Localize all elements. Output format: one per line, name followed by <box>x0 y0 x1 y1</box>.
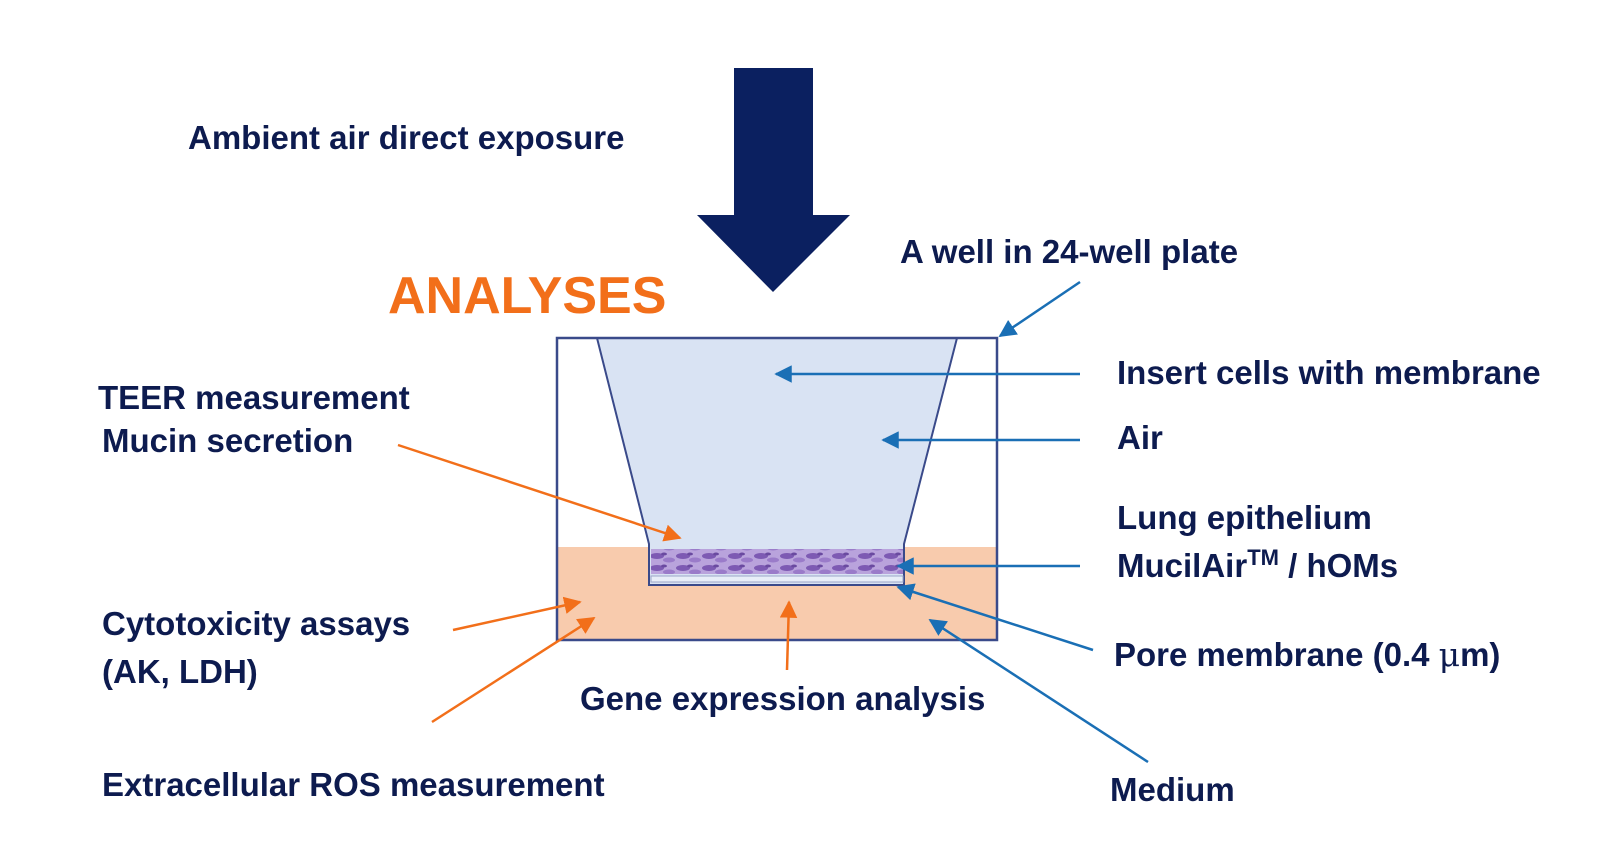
top-label: Ambient air direct exposure <box>188 119 625 156</box>
pointer-well <box>998 280 1081 338</box>
pointer-medium <box>928 618 1149 764</box>
label-gene: Gene expression analysis <box>580 680 986 717</box>
label-teer: TEER measurement <box>98 379 410 416</box>
label-cyto-line2: (AK, LDH) <box>102 653 258 690</box>
label-air: Air <box>1117 419 1163 456</box>
label-insert: Insert cells with membrane <box>1117 354 1541 391</box>
label-medium: Medium <box>1110 771 1235 808</box>
analyses-title: ANALYSES <box>388 267 667 325</box>
label-lung-mucilair: MucilAir <box>1117 547 1248 584</box>
label-pore-pre: Pore membrane (0.4 <box>1114 636 1439 673</box>
exposure-arrow <box>697 68 850 292</box>
label-lung-line2: MucilAirTM / hOMs <box>1117 546 1398 586</box>
lung-epithelium-layer <box>651 549 903 574</box>
pointer-teer-mucin <box>397 443 682 542</box>
label-cyto-line1: Cytotoxicity assays <box>102 605 411 642</box>
label-lung-line1: Lung epithelium <box>1117 499 1372 536</box>
pointer-ros <box>431 616 596 724</box>
pointer-cytotoxicity <box>452 596 582 632</box>
label-pore-mu: μ <box>1438 635 1461 674</box>
label-pore: Pore membrane (0.4 μm) <box>1114 635 1500 675</box>
label-lung-tm: TM <box>1247 545 1279 570</box>
label-well: A well in 24-well plate <box>900 233 1239 270</box>
label-ros: Extracellular ROS measurement <box>102 766 605 803</box>
well-border <box>555 336 999 642</box>
pore-membrane <box>650 575 904 583</box>
label-lung-homs: / hOMs <box>1278 547 1399 584</box>
label-pore-post: m) <box>1460 636 1501 673</box>
label-mucin: Mucin secretion <box>102 422 354 459</box>
pointer-gene <box>779 600 798 671</box>
pointer-pore <box>896 583 1094 652</box>
